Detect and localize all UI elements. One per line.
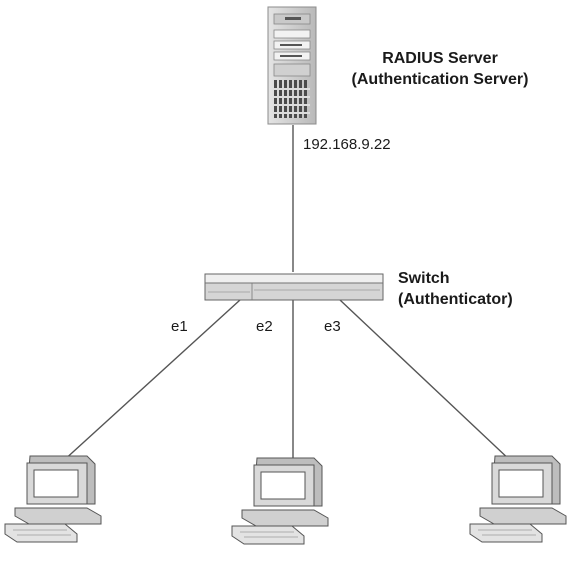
client-computer-3 (469, 455, 567, 543)
switch-title: Switch (398, 270, 450, 287)
connection-lines (61, 125, 513, 463)
switch-to-client3-link (339, 299, 513, 463)
desktop-computer-icon (469, 455, 567, 543)
switch-to-client1-link (61, 299, 241, 463)
server-tower-icon (267, 6, 317, 125)
port-label-e2: e2 (256, 318, 273, 335)
client-computer-1 (4, 455, 102, 543)
client-computer-2 (231, 457, 329, 545)
server-ip-address: 192.168.9.22 (303, 136, 391, 153)
desktop-computer-icon (4, 455, 102, 543)
desktop-computer-icon (231, 457, 329, 545)
network-switch-icon (204, 273, 384, 301)
server-label: RADIUS Server (Authentication Server) (330, 48, 550, 90)
port-label-e1: e1 (171, 318, 188, 335)
switch-label: Switch (Authenticator) (398, 268, 513, 310)
server-subtitle: (Authentication Server) (351, 71, 529, 88)
server-title: RADIUS Server (382, 50, 498, 67)
port-label-e3: e3 (324, 318, 341, 335)
switch-subtitle: (Authenticator) (398, 291, 513, 308)
